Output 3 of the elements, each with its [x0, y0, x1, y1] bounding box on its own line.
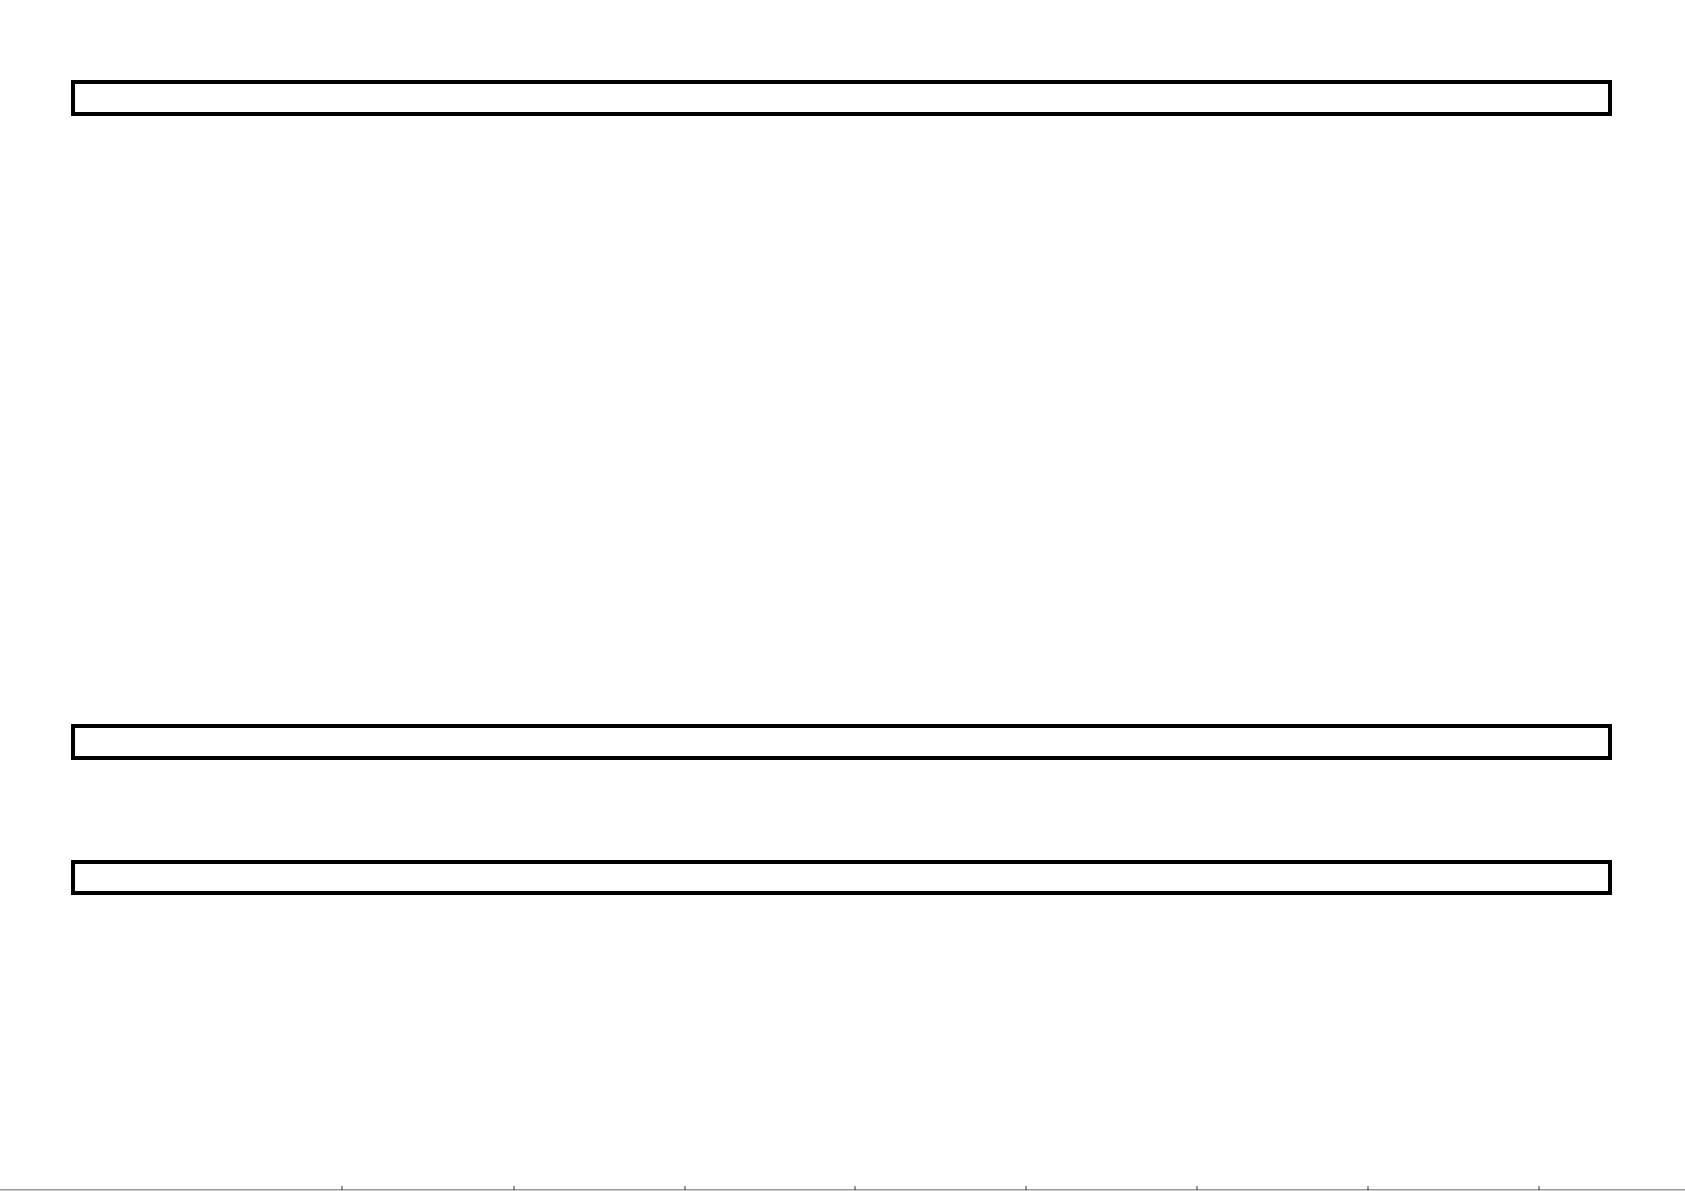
empty-bar	[71, 860, 1612, 895]
empty-bar	[71, 80, 1612, 116]
empty-bar	[71, 724, 1612, 760]
